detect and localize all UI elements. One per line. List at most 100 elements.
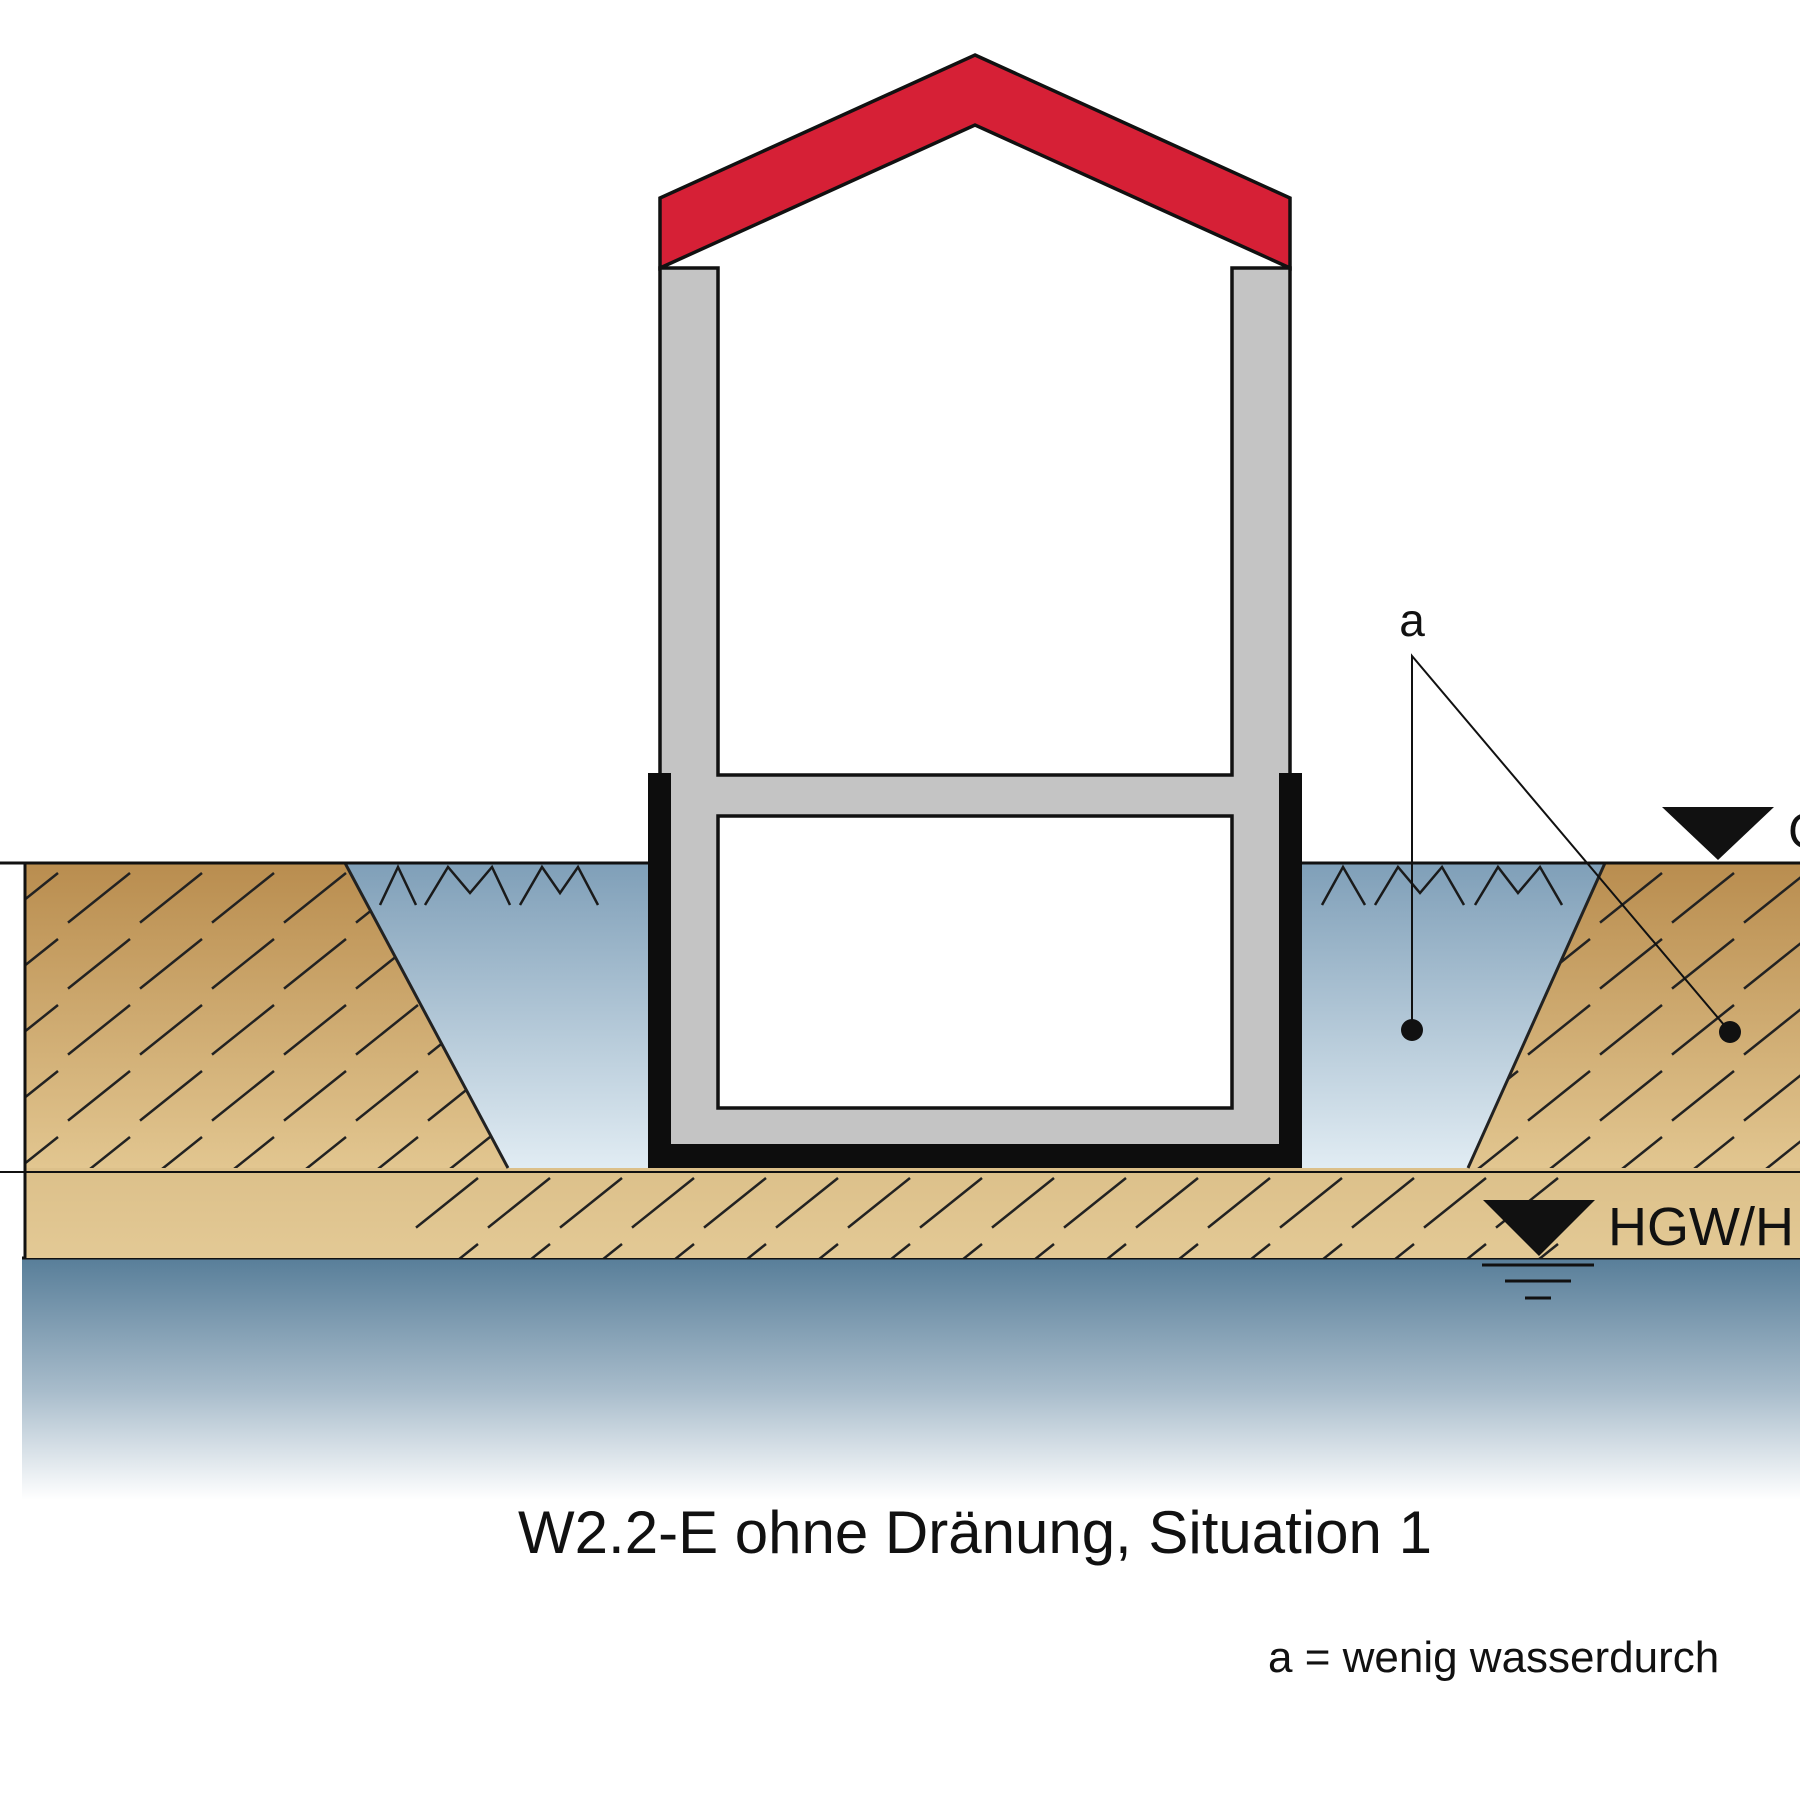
hatch-line xyxy=(67,872,131,924)
hatch-line xyxy=(458,1243,479,1258)
surface-marks-left xyxy=(378,864,600,906)
hatch-line xyxy=(25,872,59,924)
hatch-line xyxy=(1671,1004,1735,1056)
soil-left xyxy=(25,863,508,1168)
hatch-line xyxy=(559,1177,623,1229)
hatch-line xyxy=(1743,1136,1800,1168)
hatch-line xyxy=(1743,938,1800,990)
callout-a-point-backfill xyxy=(1401,1019,1423,1041)
excavation-slope-left xyxy=(343,862,510,1169)
hatch-line xyxy=(1466,1243,1487,1258)
excavation-slope-right xyxy=(1466,862,1607,1169)
hatch-line xyxy=(1599,938,1663,990)
hatch-line xyxy=(1527,1070,1591,1122)
hatch-line xyxy=(211,1070,275,1122)
hatch-line xyxy=(25,1136,59,1168)
hatch-line xyxy=(139,1136,203,1168)
hatch-line xyxy=(139,872,203,924)
hatch-line xyxy=(1671,938,1735,990)
hgw-label: HGW/H xyxy=(1608,1197,1794,1257)
hatch-line xyxy=(139,938,203,990)
hatch-line xyxy=(1279,1177,1343,1229)
hatch-line xyxy=(487,1177,551,1229)
hatch-line xyxy=(1743,1070,1800,1122)
water-level-ticks xyxy=(1482,1263,1594,1300)
hatch-line xyxy=(67,1004,131,1056)
hatch-line xyxy=(1743,872,1800,924)
hatch-line xyxy=(1527,1136,1591,1168)
hatch-line xyxy=(355,1136,419,1168)
callout-a-label: a xyxy=(1399,594,1425,646)
callout-a-point-soil xyxy=(1719,1021,1741,1043)
hatch-line xyxy=(25,1070,59,1122)
hatch-line xyxy=(1468,1136,1519,1168)
hatch-line xyxy=(1178,1243,1199,1258)
legend-note: a = wenig wasserdurch xyxy=(1268,1633,1719,1682)
hatch-line xyxy=(211,872,275,924)
hatch-line xyxy=(1599,1004,1663,1056)
hatch-line xyxy=(1671,1136,1735,1168)
hatch-line xyxy=(631,1177,695,1229)
diagram-caption: W2.2-E ohne Dränung, Situation 1 xyxy=(518,1499,1432,1566)
hatch-line xyxy=(602,1243,623,1258)
hatch-line xyxy=(746,1243,767,1258)
hatch-line xyxy=(847,1177,911,1229)
hatch-line xyxy=(283,872,347,924)
surface-marks-right xyxy=(1320,864,1564,906)
hatch-line xyxy=(1135,1177,1199,1229)
backfill-water-left xyxy=(345,863,648,1168)
hatch-line xyxy=(283,1136,347,1168)
hatch-line xyxy=(1322,1243,1343,1258)
hatch-line xyxy=(1207,1177,1271,1229)
hatch-line xyxy=(1671,872,1735,924)
hatch-line xyxy=(1527,1004,1591,1056)
hatch-line xyxy=(355,1004,419,1056)
hatch-line xyxy=(1423,1177,1487,1229)
soil-right xyxy=(1468,863,1800,1168)
water-level-triangle-icon xyxy=(1662,807,1774,860)
hatch-line xyxy=(1351,1177,1415,1229)
hatch-line xyxy=(703,1177,767,1229)
hatch-line xyxy=(530,1243,551,1258)
hatch-line xyxy=(775,1177,839,1229)
hatch-line xyxy=(991,1177,1055,1229)
hatch-line xyxy=(211,1004,275,1056)
roof xyxy=(658,53,1292,271)
hatch-line xyxy=(139,1004,203,1056)
hatch-line xyxy=(1394,1243,1415,1258)
hatch-line xyxy=(1063,1177,1127,1229)
groundwater-zone xyxy=(22,1258,1800,1500)
hatch-line xyxy=(25,1004,59,1056)
hatch-line xyxy=(415,1177,479,1229)
hatch-line xyxy=(1250,1243,1271,1258)
hatch-line xyxy=(1599,872,1663,924)
hatch-line xyxy=(1599,1136,1663,1168)
hatch-line xyxy=(283,1070,347,1122)
hatch-line xyxy=(25,938,59,990)
basement-room xyxy=(716,814,1234,1110)
hatch-line xyxy=(283,938,347,990)
hatch-line xyxy=(1671,1070,1735,1122)
hatch-line xyxy=(283,1004,347,1056)
hatch-line xyxy=(1538,1243,1559,1258)
hatch-line xyxy=(139,1070,203,1122)
hatch-line xyxy=(67,938,131,990)
hatch-line xyxy=(355,1070,419,1122)
hatch-line xyxy=(427,1136,491,1168)
hatch-line xyxy=(919,1177,983,1229)
water-level-triangle-icon xyxy=(1483,1200,1595,1256)
hatch-line xyxy=(1599,1070,1663,1122)
callout-a-leaders xyxy=(1411,653,1731,1033)
hatch-line xyxy=(1743,1004,1800,1056)
backfill-water-right xyxy=(1300,863,1605,1168)
hatch-line xyxy=(674,1243,695,1258)
hatch-line xyxy=(818,1243,839,1258)
hatch-line xyxy=(67,1070,131,1122)
hatch-line xyxy=(962,1243,983,1258)
hatch-line xyxy=(211,1136,275,1168)
soil-hatching-lower xyxy=(415,1177,1559,1258)
hatch-line xyxy=(1106,1243,1127,1258)
hatch-line xyxy=(1034,1243,1055,1258)
